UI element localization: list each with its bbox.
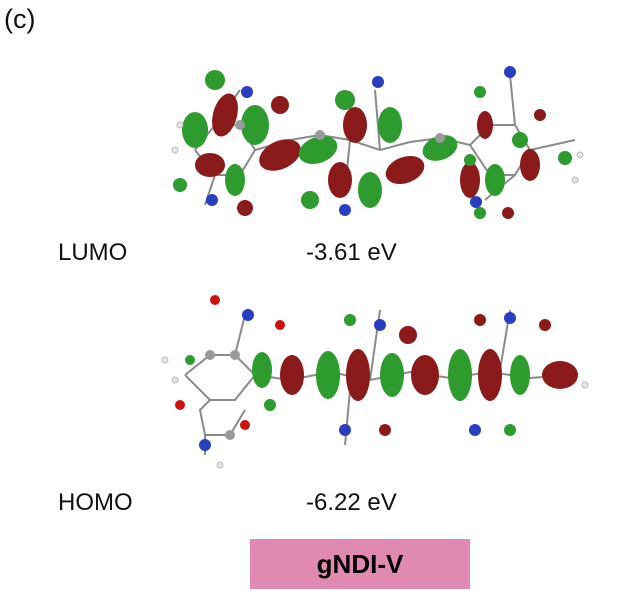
panel-label: (c) (4, 4, 36, 34)
homo-label: HOMO (58, 489, 133, 516)
homo-atoms (161, 295, 589, 469)
homo-energy: -6.22 eV (306, 489, 397, 516)
lumo-atoms (171, 66, 584, 216)
lumo-lobes (173, 70, 572, 219)
lumo-orbital-diagram (171, 66, 584, 219)
molecule-name: gNDI-V (316, 548, 404, 579)
molecule-name-banner: gNDI-V (250, 539, 470, 589)
lumo-label: LUMO (58, 239, 128, 266)
homo-lobes (252, 314, 578, 436)
homo-orbital-diagram (161, 295, 589, 469)
lumo-energy: -3.61 eV (306, 239, 397, 266)
